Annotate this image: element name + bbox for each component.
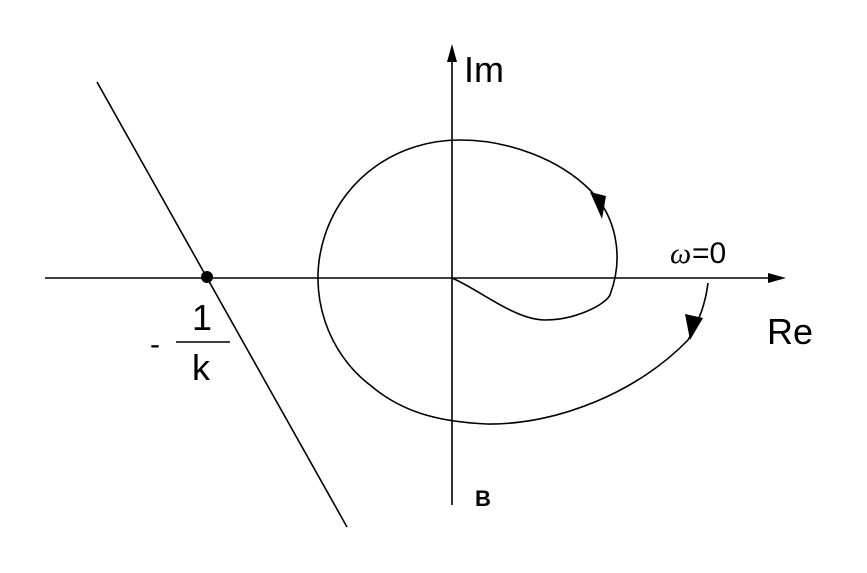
point-numerator: 1 [192, 297, 212, 338]
spiral-locus [317, 139, 709, 425]
imag-axis-label: Im [464, 49, 504, 90]
imag-axis-arrowhead [447, 44, 457, 62]
point-denominator: k [192, 347, 211, 388]
critical-point [201, 271, 213, 283]
point-sign: - [150, 328, 160, 361]
direction-arrow-upper [590, 192, 606, 219]
real-axis-arrowhead [768, 273, 786, 283]
direction-arrow-lower [685, 314, 703, 340]
critical-line [96, 81, 348, 528]
panel-letter: B [475, 486, 491, 511]
real-axis-label: Re [767, 311, 813, 352]
omega-symbol: ω [670, 237, 691, 270]
omega-value: =0 [692, 237, 726, 270]
